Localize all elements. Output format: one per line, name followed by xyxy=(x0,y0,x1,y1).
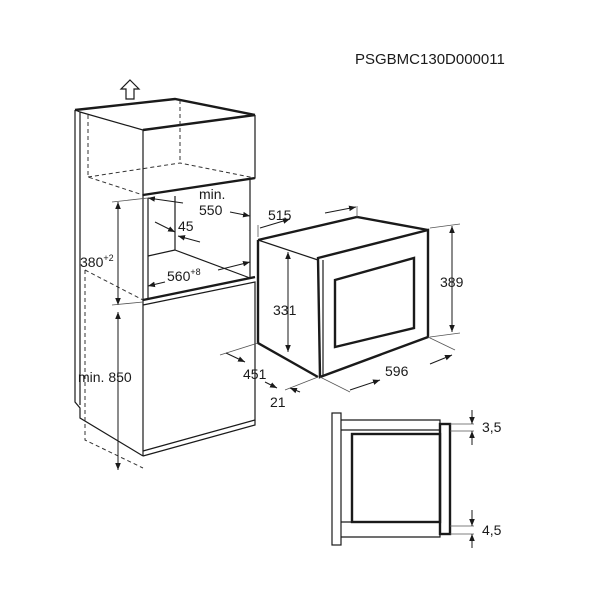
section-detail-drawing xyxy=(331,410,475,548)
front-height-value: 389 xyxy=(440,274,464,290)
appliance-depth-value: 515 xyxy=(268,207,292,223)
front-thickness-value: 21 xyxy=(270,394,286,410)
niche-depth-value: 550 xyxy=(199,202,223,218)
model-code: PSGBMC130D000011 xyxy=(355,51,505,68)
floor-height-value: min. 850 xyxy=(78,369,132,385)
niche-height-value: 380+2 xyxy=(80,253,114,270)
niche-depth-prefix: min. xyxy=(199,186,225,202)
body-depth-value: 451 xyxy=(243,366,267,382)
niche-width-value: 560+8 xyxy=(167,267,201,284)
top-gap-value: 3,5 xyxy=(482,419,502,435)
vent-gap-value: 45 xyxy=(178,218,194,234)
body-height-value: 331 xyxy=(273,302,297,318)
appliance-drawing xyxy=(219,205,461,394)
cabinet-drawing xyxy=(74,97,256,470)
bottom-gap-value: 4,5 xyxy=(482,522,502,538)
up-arrow-outline-icon xyxy=(119,79,141,100)
front-width-value: 596 xyxy=(385,363,409,379)
